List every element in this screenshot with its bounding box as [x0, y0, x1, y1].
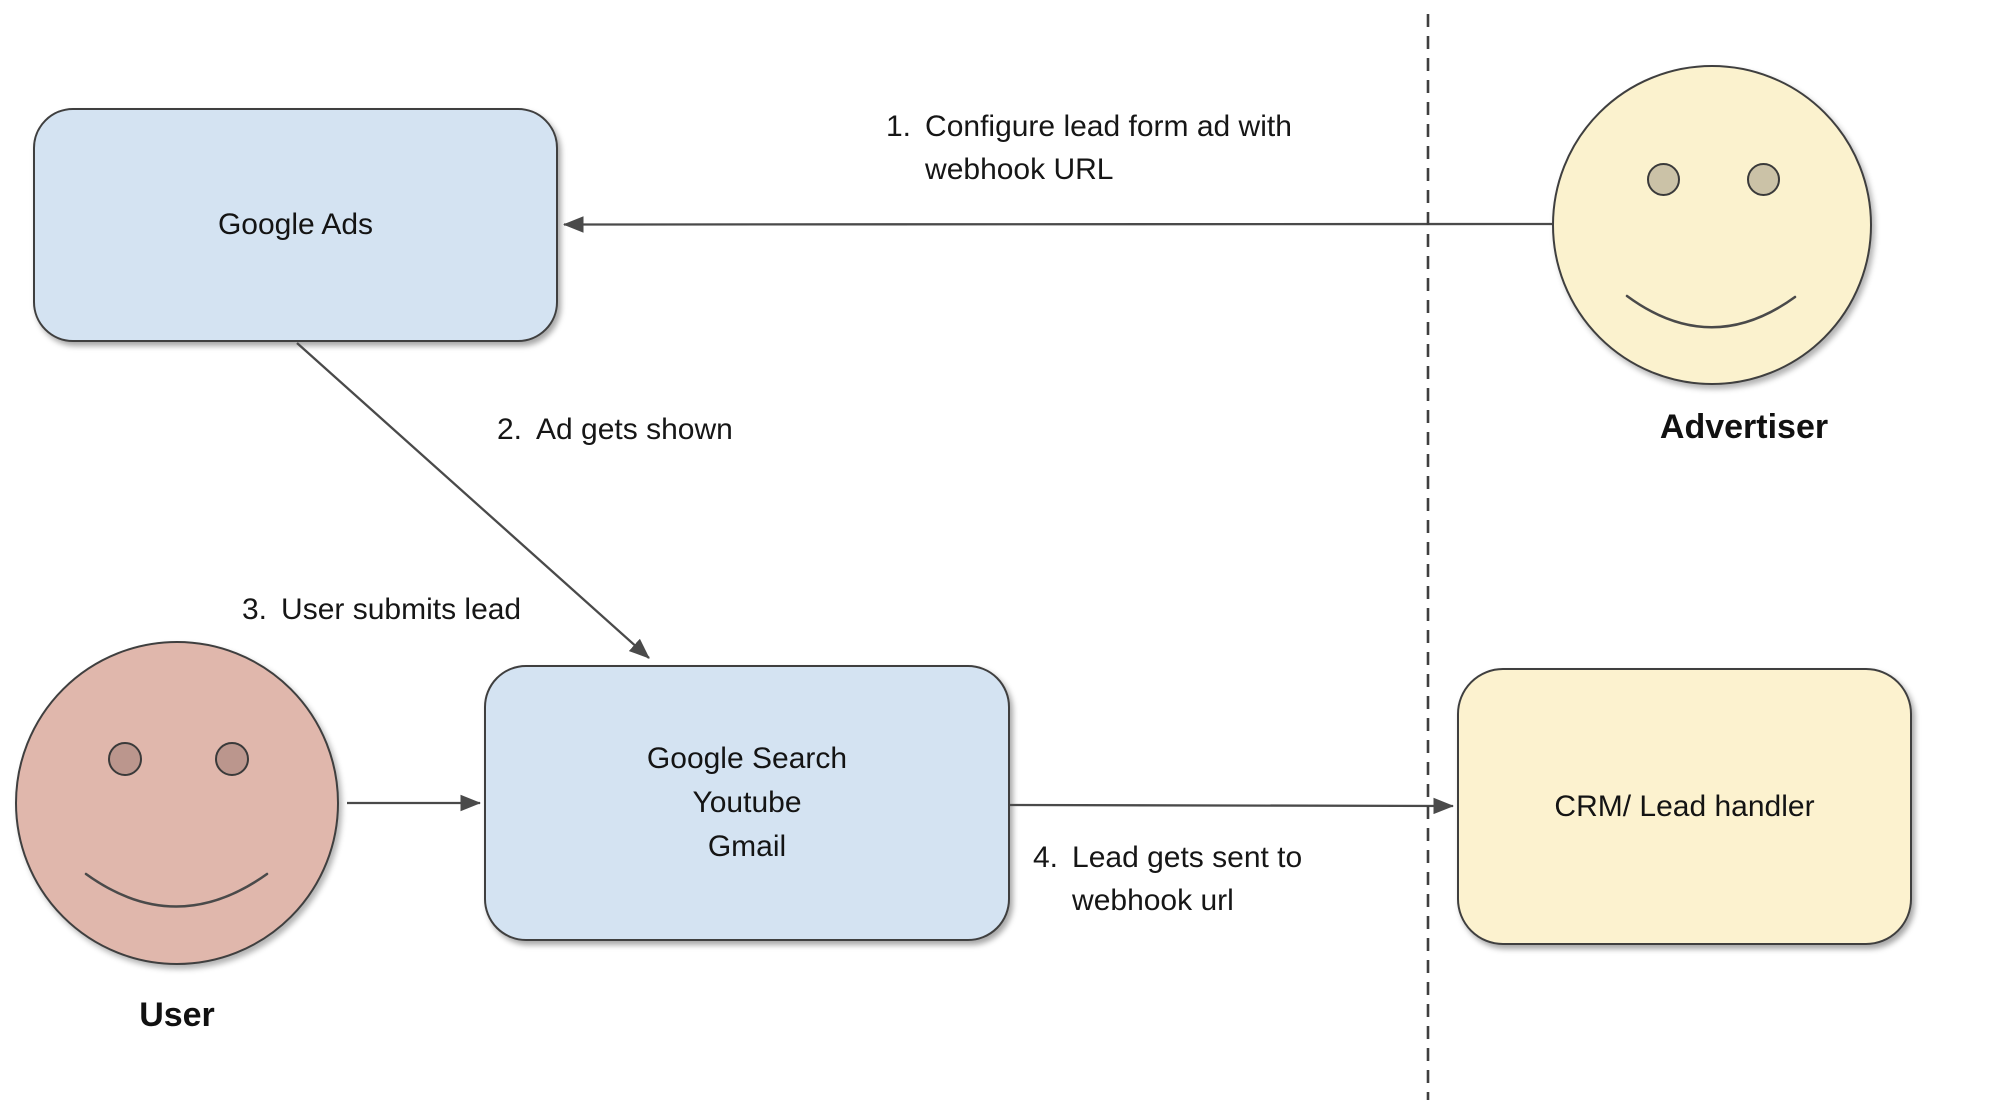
node-google-ads: Google Ads: [33, 108, 558, 342]
advertiser-label: Advertiser: [1659, 408, 1829, 446]
arrow-advertiser-to-google-ads: [562, 216, 1553, 233]
user-label: User: [139, 996, 215, 1034]
annotation-step-1: 1. Configure lead form ad with webhook U…: [886, 105, 1292, 191]
annotation-step-1-text: Configure lead form ad with webhook URL: [925, 110, 1292, 186]
advertiser-face-icon: [1552, 65, 1872, 385]
annotation-step-3: 3. User submits lead: [242, 588, 521, 631]
advertiser-left-eye-icon: [1647, 163, 1680, 196]
node-google-channels-label: Google Search Youtube Gmail: [646, 742, 848, 863]
user-face-icon: [15, 641, 339, 965]
annotation-step-4: 4. Lead gets sent to webhook url: [1033, 836, 1302, 922]
user-right-eye-icon: [215, 742, 249, 776]
annotation-step-3-number: 3.: [242, 593, 268, 626]
annotation-step-2-number: 2.: [497, 413, 523, 446]
node-google-ads-label: Google Ads: [217, 208, 374, 241]
annotation-step-4-number: 4.: [1033, 841, 1059, 874]
node-crm-lead-handler: CRM/ Lead handler: [1457, 668, 1912, 945]
annotation-step-1-number: 1.: [886, 110, 912, 143]
annotation-step-2-text: Ad gets shown: [536, 413, 733, 446]
annotation-step-4-text: Lead gets sent to webhook url: [1072, 841, 1303, 917]
user-left-eye-icon: [108, 742, 142, 776]
node-crm-lead-handler-label: CRM/ Lead handler: [1554, 789, 1815, 823]
node-google-channels: Google Search Youtube Gmail: [484, 665, 1010, 941]
annotation-step-2: 2. Ad gets shown: [497, 408, 733, 451]
advertiser-right-eye-icon: [1747, 163, 1780, 196]
arrow-channels-to-crm: [1009, 797, 1455, 815]
annotation-step-3-text: User submits lead: [281, 593, 522, 626]
